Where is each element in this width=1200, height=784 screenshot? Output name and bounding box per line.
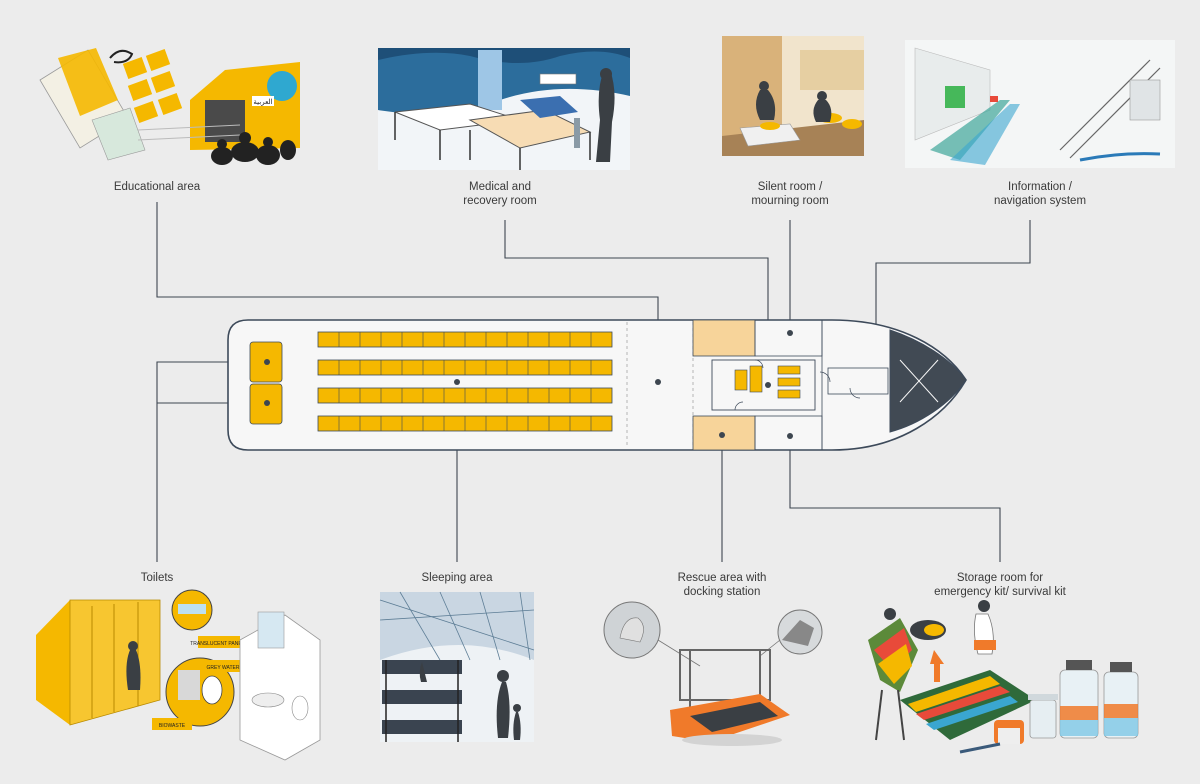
storage-room-illustration xyxy=(868,600,1139,754)
room-upper-yellow xyxy=(692,319,756,357)
toilets-illustration: TRANSLUCENT PANELS GREY WATER BIOWASTE xyxy=(36,589,321,761)
label-toilets: Toilets xyxy=(140,572,174,584)
educational-area-illustration: العربية xyxy=(39,48,300,165)
sleeping-bunks xyxy=(317,331,613,432)
translucent-panels-text: TRANSLUCENT PANELS xyxy=(190,641,248,647)
label-educational-area: Educational area xyxy=(113,181,201,193)
label-information-system: Information /navigation system xyxy=(993,181,1087,207)
central-room xyxy=(711,359,816,411)
sign-text: العربية xyxy=(253,98,272,106)
label-silent-room: Silent room /mourning room xyxy=(751,181,829,207)
navigation-illustration xyxy=(905,40,1175,168)
grey-water-text: GREY WATER xyxy=(207,665,240,671)
biowaste-text: BIOWASTE xyxy=(159,723,186,729)
label-sleeping-area: Sleeping area xyxy=(421,572,493,584)
ship-deck-plan xyxy=(227,319,967,451)
medical-room-illustration xyxy=(378,48,630,170)
silent-room-illustration xyxy=(722,36,864,156)
sleeping-area-illustration xyxy=(379,591,535,742)
ship-bow xyxy=(889,329,967,433)
rescue-area-illustration xyxy=(603,601,823,746)
